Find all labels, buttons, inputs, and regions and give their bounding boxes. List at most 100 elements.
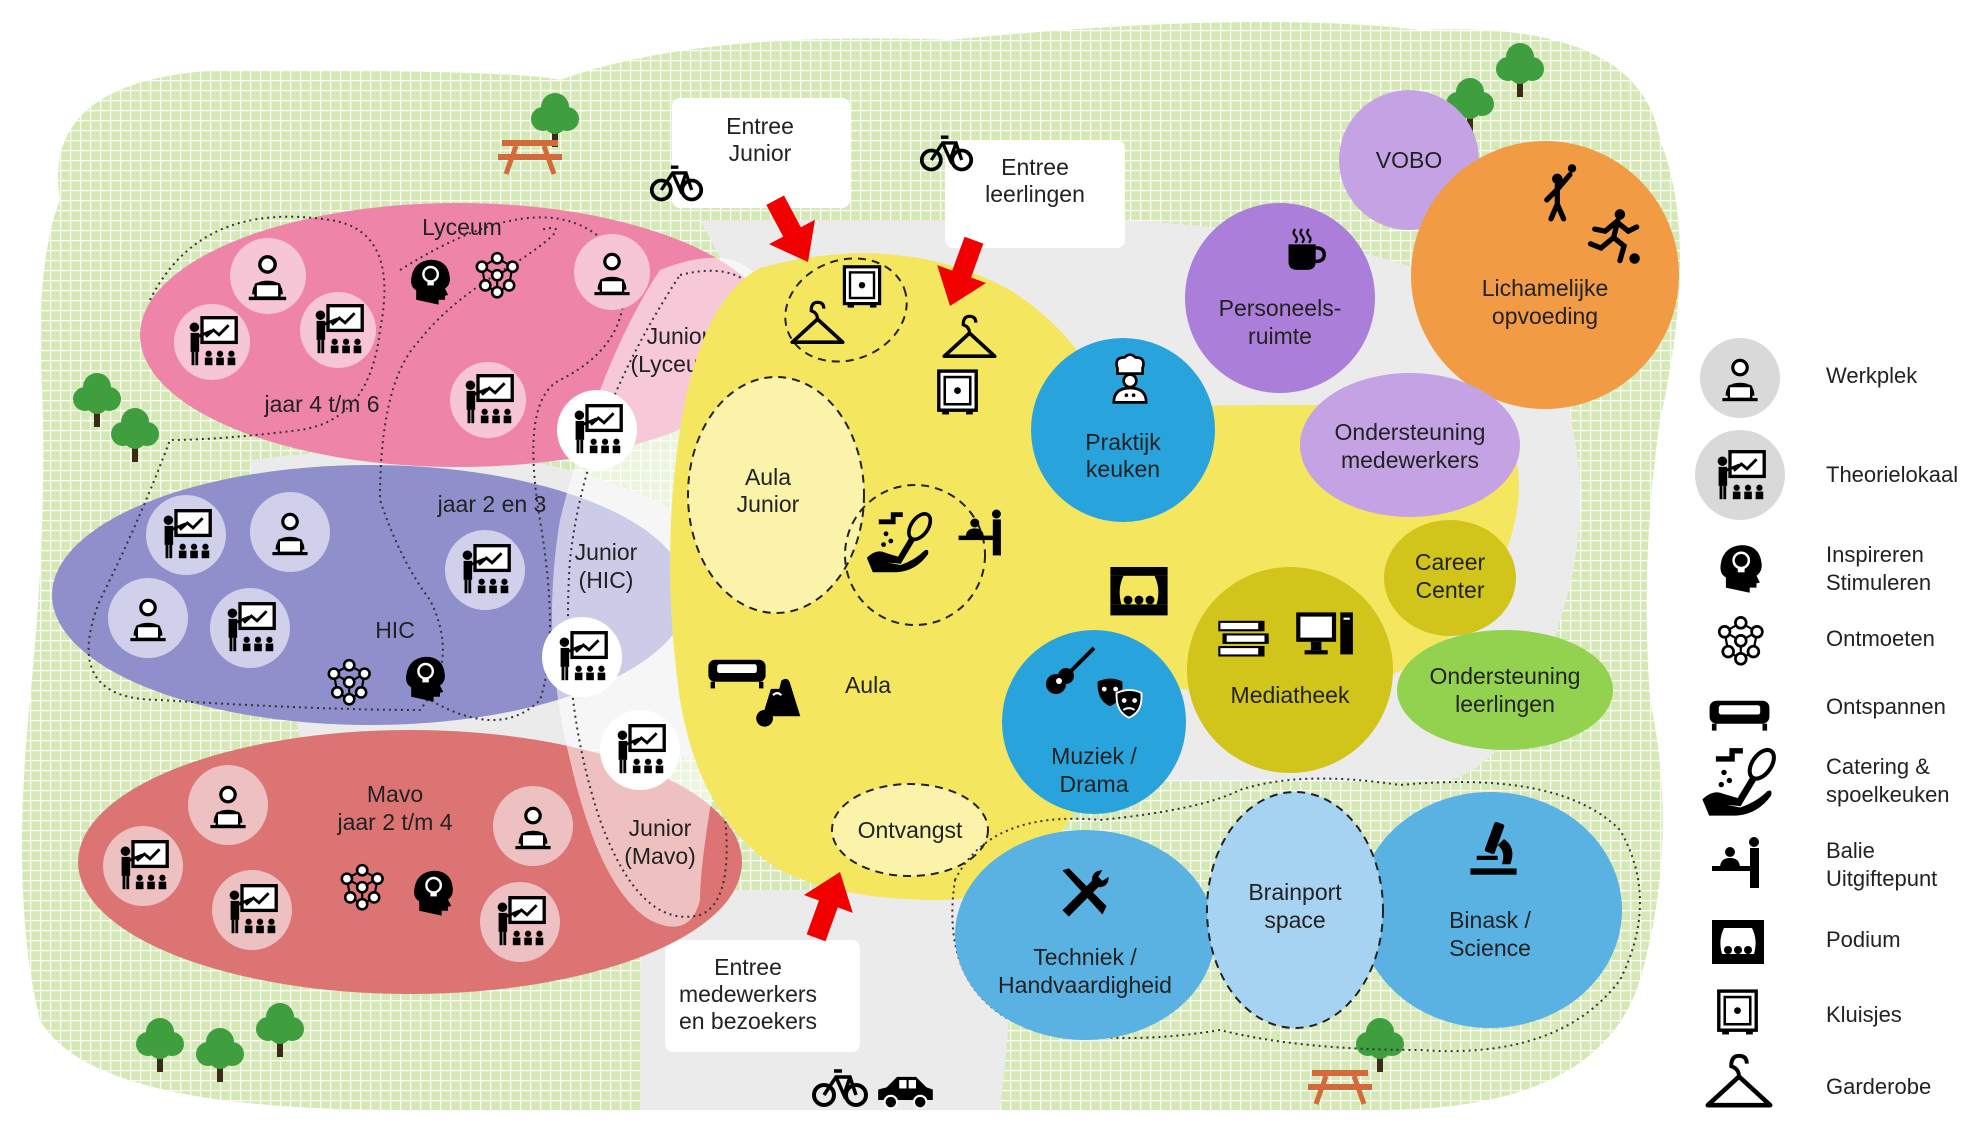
praktijkkeuken-zone <box>1031 338 1215 522</box>
vobo-label: VOBO <box>1376 147 1442 173</box>
svg-text:Podium: Podium <box>1826 927 1901 952</box>
junior-dotted-outline <box>567 269 773 918</box>
lockers-junior-zone <box>784 257 908 363</box>
mediatheek-label: Mediatheek <box>1231 682 1350 708</box>
svg-text:Uitgiftepunt: Uitgiftepunt <box>1826 866 1937 891</box>
entree-junior-box <box>672 98 850 208</box>
network-icon <box>1717 616 1764 666</box>
entree-junior-label-2: Junior <box>729 140 792 166</box>
personeelsruimte-zone <box>1185 203 1375 393</box>
legend: Werkplek Theorielokaal Inspireren Stimul… <box>1695 338 1958 1105</box>
lichamelijke-opvoeding-zone <box>1411 141 1679 409</box>
ondersteuning-leerlingen-label-2: leerlingen <box>1455 691 1555 717</box>
mavo-years-label: jaar 2 t/m 4 <box>336 809 452 835</box>
personeelsruimte-label-1: Personeels- <box>1219 295 1342 321</box>
entree-leerlingen-box <box>945 140 1125 248</box>
legend-item-inspireren: Inspireren Stimuleren <box>1719 542 1931 595</box>
inspire-head-icon <box>1719 543 1763 594</box>
hanger-icon <box>1708 1056 1770 1105</box>
techniek-label-2: Handvaardigheid <box>998 972 1172 998</box>
lyceum-icons <box>174 234 650 438</box>
entree-medewerkers-label-2: medewerkers <box>679 981 817 1007</box>
junior-theorielokaal-icons <box>542 390 680 790</box>
ontvangst-label: Ontvangst <box>858 817 963 843</box>
praktijkkeuken-label-2: keuken <box>1086 456 1160 482</box>
hic-label: HIC <box>375 617 415 643</box>
personeelsruimte-label-2: ruimte <box>1248 323 1312 349</box>
brainport-label-2: space <box>1264 907 1325 933</box>
junior-lyceum-label-1: Junior <box>647 323 710 349</box>
ondersteuning-medewerkers-label-1: Ondersteuning <box>1335 419 1486 445</box>
catering-zone <box>844 484 986 626</box>
binask-label-2: Science <box>1449 935 1531 961</box>
aula-junior-label-2: Junior <box>737 491 800 517</box>
junior-mavo-label-2: (Mavo) <box>624 843 696 869</box>
svg-text:Ontspannen: Ontspannen <box>1826 694 1946 719</box>
ondersteuning-medewerkers-label-2: medewerkers <box>1341 447 1479 473</box>
legend-item-theorielokaal: Theorielokaal <box>1695 430 1958 520</box>
svg-text:Catering &: Catering & <box>1826 754 1930 779</box>
svg-text:spoelkeuken: spoelkeuken <box>1826 782 1950 807</box>
junior-hic-label-2: (HIC) <box>579 567 634 593</box>
ondersteuning-leerlingen-zone <box>1397 630 1613 750</box>
lichamelijke-opvoeding-label-1: Lichamelijke <box>1482 275 1609 301</box>
brainport-label-1: Brainport <box>1248 879 1342 905</box>
hic-dotted-outline <box>399 216 625 721</box>
entree-leerlingen-label-1: Entree <box>1001 154 1069 180</box>
brainport-zone <box>1206 791 1384 1029</box>
legend-item-garderobe: Garderobe <box>1708 1056 1931 1105</box>
muziek-drama-label-1: Muziek / <box>1051 743 1137 769</box>
muziek-drama-zone <box>1002 630 1186 814</box>
career-center-label-2: Center <box>1415 577 1484 603</box>
legend-item-catering: Catering & spoelkeuken <box>1702 746 1950 816</box>
muziek-drama-label-2: Drama <box>1059 771 1128 797</box>
entree-medewerkers-box <box>665 940 860 1052</box>
junior-hic-label-1: Junior <box>575 539 638 565</box>
locker-icon <box>1717 989 1758 1037</box>
sofa-icon <box>1709 700 1770 731</box>
entree-leerlingen-label-2: leerlingen <box>985 181 1085 207</box>
career-center-label-1: Career <box>1415 549 1486 575</box>
svg-text:Werkplek: Werkplek <box>1826 363 1918 388</box>
svg-text:Balie: Balie <box>1826 838 1875 863</box>
mavo-label: Mavo <box>367 781 423 807</box>
lichamelijke-opvoeding-label-2: opvoeding <box>1492 303 1598 329</box>
praktijkkeuken-label-1: Praktijk <box>1085 429 1161 455</box>
svg-text:Ontmoeten: Ontmoeten <box>1826 626 1935 651</box>
entree-medewerkers-label-1: Entree <box>714 954 782 980</box>
techniek-label-1: Techniek / <box>1033 944 1137 970</box>
catering-icon <box>1702 746 1778 816</box>
ondersteuning-medewerkers-zone <box>1300 373 1520 517</box>
binask-zone <box>1358 792 1622 1028</box>
junior-mavo-label-1: Junior <box>629 815 692 841</box>
entree-junior-label-1: Entree <box>726 113 794 139</box>
svg-text:Garderobe: Garderobe <box>1826 1074 1931 1099</box>
legend-item-kluisjes: Kluisjes <box>1717 989 1902 1037</box>
legend-item-balie: Balie Uitgiftepunt <box>1712 837 1937 891</box>
mavo-icons <box>103 765 573 962</box>
binask-label-1: Binask / <box>1449 907 1531 933</box>
aula-junior-zone <box>687 376 865 614</box>
lyceum-years-label: jaar 4 t/m 6 <box>263 391 379 417</box>
legend-item-werkplek: Werkplek <box>1700 338 1918 418</box>
balie-icon <box>1712 837 1759 888</box>
mediatheek-zone <box>1187 567 1393 773</box>
svg-text:Inspireren: Inspireren <box>1826 542 1924 567</box>
legend-item-podium: Podium <box>1712 920 1901 964</box>
ontvangst-zone <box>831 783 989 877</box>
hic-years-label: jaar 2 en 3 <box>437 491 547 517</box>
svg-text:Stimuleren: Stimuleren <box>1826 570 1931 595</box>
lyceum-label: Lyceum <box>422 214 502 240</box>
legend-item-ontmoeten: Ontmoeten <box>1717 616 1935 666</box>
entree-medewerkers-label-3: en bezoekers <box>679 1008 817 1034</box>
svg-text:Kluisjes: Kluisjes <box>1826 1002 1902 1027</box>
svg-text:Theorielokaal: Theorielokaal <box>1826 462 1958 487</box>
legend-item-ontspannen: Ontspannen <box>1709 694 1946 731</box>
techniek-zone <box>955 830 1215 1040</box>
aula-junior-label-1: Aula <box>745 464 791 490</box>
ondersteuning-leerlingen-label-1: Ondersteuning <box>1430 663 1581 689</box>
hic-icons <box>108 492 525 706</box>
aula-label: Aula <box>845 672 891 698</box>
career-center-zone <box>1384 520 1516 636</box>
